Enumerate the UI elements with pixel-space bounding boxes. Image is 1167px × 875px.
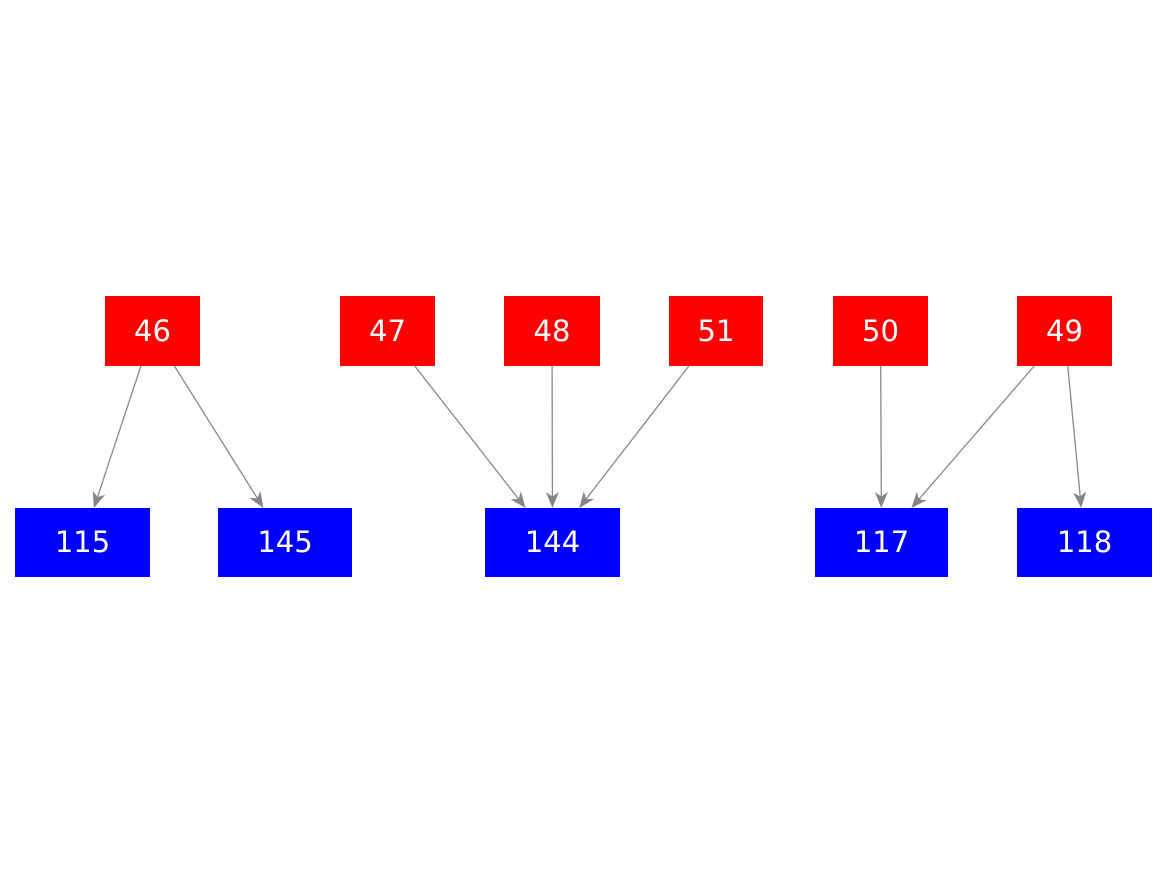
- edge-50-117: [880, 365, 882, 497]
- graph-node-47: 47: [340, 296, 435, 366]
- node-label-50: 50: [862, 313, 899, 348]
- graph-node-51: 51: [669, 296, 763, 366]
- edge-51-144: [585, 365, 690, 500]
- graph-node-115: 115: [15, 508, 150, 577]
- arrowhead-49-118: [1073, 491, 1087, 508]
- graph-node-144: 144: [485, 508, 620, 577]
- edge-47-144: [414, 365, 520, 500]
- graph-node-145: 145: [218, 508, 352, 577]
- graph-node-46: 46: [105, 296, 200, 366]
- arrowhead-47-144: [510, 491, 526, 508]
- arrowhead-46-115: [92, 490, 106, 508]
- node-label-115: 115: [54, 525, 111, 559]
- node-label-118: 118: [1056, 525, 1113, 559]
- graph-node-117: 117: [815, 508, 948, 577]
- graph-node-118: 118: [1017, 508, 1152, 577]
- arrowhead-51-144: [579, 491, 595, 508]
- arrowhead-48-144: [545, 492, 559, 508]
- node-label-46: 46: [134, 313, 171, 348]
- node-label-47: 47: [369, 313, 406, 348]
- edge-46-145: [173, 365, 258, 499]
- node-label-144: 144: [524, 525, 581, 559]
- arrowhead-49-117: [911, 491, 927, 508]
- edge-49-117: [918, 365, 1035, 500]
- arrowhead-46-145: [249, 491, 264, 508]
- node-label-145: 145: [257, 525, 313, 559]
- graph-node-48: 48: [504, 296, 600, 366]
- edge-49-118: [1067, 365, 1081, 497]
- graph-node-50: 50: [833, 296, 928, 366]
- node-label-117: 117: [853, 525, 910, 559]
- edge-46-115: [96, 365, 142, 498]
- arrowhead-50-117: [874, 492, 888, 508]
- graph-node-49: 49: [1017, 296, 1112, 366]
- node-label-48: 48: [533, 313, 571, 348]
- node-label-51: 51: [697, 313, 735, 348]
- node-label-49: 49: [1046, 313, 1083, 348]
